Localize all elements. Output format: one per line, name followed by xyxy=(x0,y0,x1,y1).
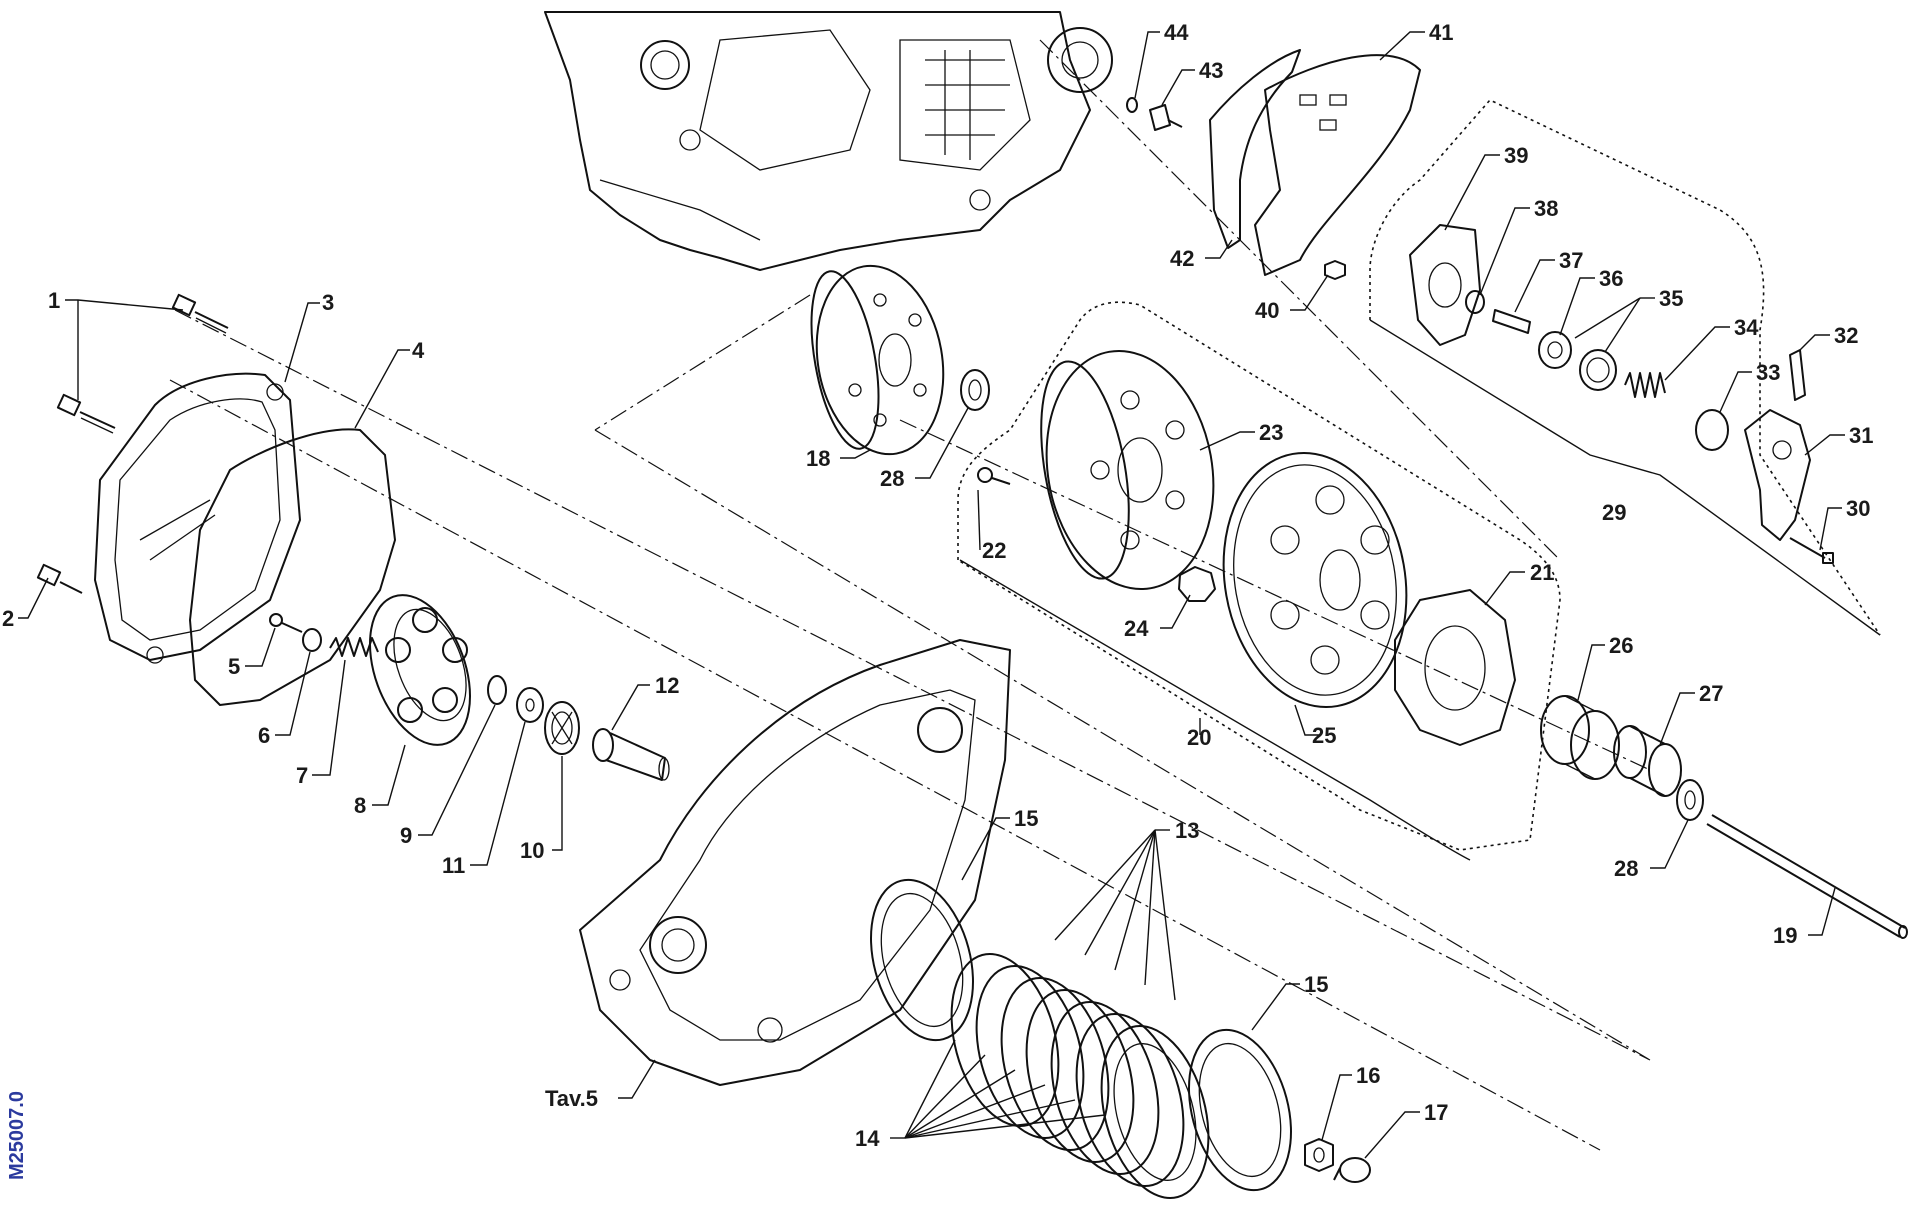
bolt-2 xyxy=(36,563,83,594)
callout-33: 33 xyxy=(1756,360,1780,385)
ring-38 xyxy=(1465,290,1485,314)
thrust-bearing-10 xyxy=(544,701,580,755)
callout-44: 44 xyxy=(1164,20,1189,45)
reference-lines xyxy=(169,39,1651,1151)
callout-40: 40 xyxy=(1255,298,1279,323)
guide-42 xyxy=(1209,49,1301,249)
callout-5: 5 xyxy=(228,654,240,679)
pin-37 xyxy=(1492,309,1531,334)
callout-27: 27 xyxy=(1699,681,1723,706)
callout-labels: 1 2 3 4 5 6 7 8 9 10 11 12 13 14 15 15 1… xyxy=(2,20,1873,1151)
pushrod-12 xyxy=(592,728,670,781)
callout-28-lower: 28 xyxy=(1614,856,1638,881)
pressure-plate xyxy=(369,594,471,746)
shaft-19 xyxy=(1706,814,1908,939)
plate-21 xyxy=(1394,589,1516,746)
spring-34 xyxy=(1624,372,1666,398)
callout-15-rear: 15 xyxy=(1304,972,1328,997)
callout-28-upper: 28 xyxy=(880,466,904,491)
washer-28-upper xyxy=(960,369,990,411)
callout-16: 16 xyxy=(1356,1063,1380,1088)
callout-25: 25 xyxy=(1312,723,1336,748)
primary-gear-18 xyxy=(810,264,945,456)
clutch-plate-stack xyxy=(950,953,1210,1199)
washer-11 xyxy=(516,687,544,723)
callout-42: 42 xyxy=(1170,246,1194,271)
callout-18: 18 xyxy=(806,446,830,471)
driven-gear-25 xyxy=(1222,451,1408,709)
callout-15-front: 15 xyxy=(1014,806,1038,831)
screw-30 xyxy=(1789,537,1834,564)
cover-gasket xyxy=(189,428,396,706)
callout-43: 43 xyxy=(1199,58,1223,83)
needle-bearing-26 xyxy=(1540,695,1620,780)
washer-6 xyxy=(302,628,322,652)
friction-disc-15-rear xyxy=(1188,1028,1292,1192)
piston-35 xyxy=(1579,349,1617,391)
callout-29: 29 xyxy=(1602,500,1626,525)
callout-23: 23 xyxy=(1259,420,1283,445)
callout-39: 39 xyxy=(1504,143,1528,168)
callout-9: 9 xyxy=(400,823,412,848)
callout-4: 4 xyxy=(412,338,425,363)
engine-crankcase xyxy=(544,11,1113,271)
callout-21: 21 xyxy=(1530,560,1554,585)
callout-36: 36 xyxy=(1599,266,1623,291)
bolt-22 xyxy=(977,467,1011,485)
callout-32: 32 xyxy=(1834,323,1858,348)
seal-36 xyxy=(1538,331,1572,369)
o-ring-33 xyxy=(1695,409,1729,451)
callout-2: 2 xyxy=(2,606,14,631)
callout-34: 34 xyxy=(1734,315,1759,340)
washer-28-lower xyxy=(1676,779,1704,821)
bolt-1-lower xyxy=(56,393,116,434)
nut-16 xyxy=(1304,1138,1334,1172)
callout-8: 8 xyxy=(354,793,366,818)
callout-3: 3 xyxy=(322,290,334,315)
callout-30: 30 xyxy=(1846,496,1870,521)
callout-1: 1 xyxy=(48,288,60,313)
bolt-5 xyxy=(269,613,303,633)
callout-22: 22 xyxy=(982,538,1006,563)
callout-14: 14 xyxy=(855,1126,880,1151)
bushing-27 xyxy=(1613,725,1682,797)
callout-12: 12 xyxy=(655,673,679,698)
ring-9 xyxy=(487,675,507,705)
lock-washer-17 xyxy=(1333,1157,1371,1183)
hub-24 xyxy=(1178,566,1216,602)
bolt-43 xyxy=(1149,104,1183,131)
friction-disc-15-front xyxy=(870,878,974,1042)
callout-26: 26 xyxy=(1609,633,1633,658)
callout-41: 41 xyxy=(1429,20,1453,45)
callout-31: 31 xyxy=(1849,423,1873,448)
callout-17: 17 xyxy=(1424,1100,1448,1125)
callout-7: 7 xyxy=(296,763,308,788)
clutch-slave-housing-39 xyxy=(1409,224,1481,346)
group-29-outline xyxy=(1369,99,1881,636)
reference-label-tav5: Tav.5 xyxy=(545,1086,598,1111)
bolt-1-upper xyxy=(171,293,229,334)
callout-35: 35 xyxy=(1659,286,1683,311)
callout-19: 19 xyxy=(1773,923,1797,948)
callout-11: 11 xyxy=(442,853,465,878)
clutch-case-tav5 xyxy=(579,639,1011,1086)
callouts xyxy=(18,31,1845,1159)
callout-38: 38 xyxy=(1534,196,1558,221)
callout-10: 10 xyxy=(520,838,544,863)
clutch-basket-23 xyxy=(1040,349,1215,591)
callout-20: 20 xyxy=(1187,725,1211,750)
callout-37: 37 xyxy=(1559,248,1583,273)
callout-13: 13 xyxy=(1175,818,1199,843)
group-20-outline xyxy=(957,301,1561,861)
screw-40 xyxy=(1324,260,1346,280)
washer-44 xyxy=(1126,97,1138,113)
lever-31 xyxy=(1744,409,1811,541)
guide-41 xyxy=(1254,54,1421,276)
callout-6: 6 xyxy=(258,723,270,748)
bleed-valve-32 xyxy=(1789,349,1806,401)
drawing-code: M25007.0 xyxy=(6,1091,28,1180)
callout-24: 24 xyxy=(1124,616,1149,641)
